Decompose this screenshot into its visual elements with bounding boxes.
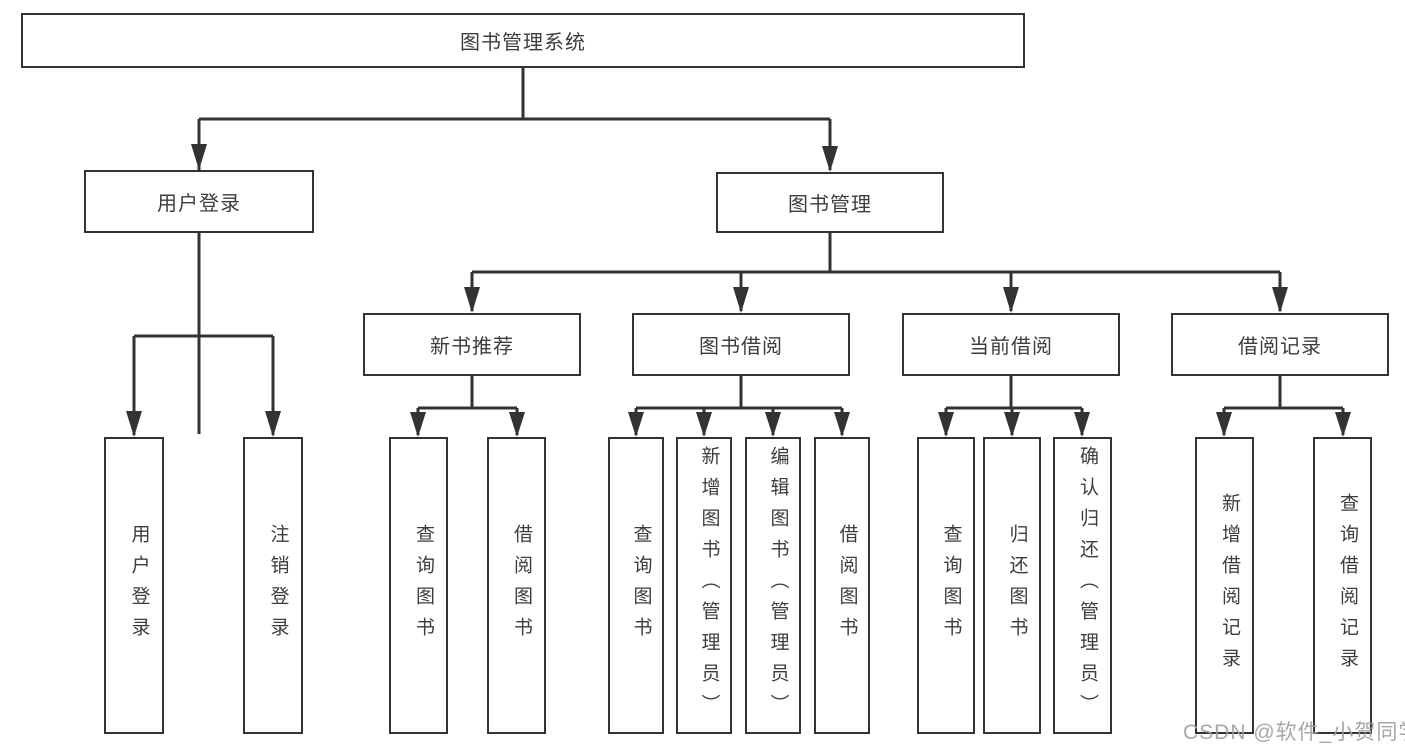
leaf-recommend-borrow-books: 借阅图书 [487, 437, 546, 734]
leaf-logout-label: 注销登录 [267, 523, 289, 648]
leaf-borrow-borrow-books-label: 借阅图书 [836, 523, 858, 648]
node-book-management: 图书管理 [716, 172, 944, 233]
connector-user-login [126, 233, 281, 437]
watermark: CSDN @软件_小贺同学 [1183, 721, 1405, 744]
leaf-current-query-books-label: 查询图书 [940, 523, 962, 648]
node-root: 图书管理系统 [21, 13, 1025, 68]
connector-root [191, 68, 838, 434]
node-user-login-label: 用户登录 [157, 193, 241, 215]
leaf-user-login-label: 用户登录 [128, 523, 150, 648]
leaf-record-query-record-label: 查询借阅记录 [1337, 492, 1358, 679]
leaf-current-confirm-return-admin: 确认归还（管理员） [1053, 437, 1112, 734]
leaf-borrow-add-books-admin-label: 新增图书（管理员） [698, 446, 720, 725]
connector-book-management [464, 233, 1288, 313]
connector-borrow-record [1216, 376, 1351, 437]
node-user-login: 用户登录 [84, 170, 314, 233]
leaf-current-return-books-label: 归还图书 [1006, 523, 1028, 648]
node-new-book-recommend: 新书推荐 [363, 313, 581, 376]
leaf-record-add-record-label: 新增借阅记录 [1219, 492, 1240, 679]
leaf-user-login: 用户登录 [104, 437, 164, 734]
leaf-logout: 注销登录 [243, 437, 303, 734]
connector-current-borrow [938, 376, 1090, 437]
leaf-recommend-query-books-label: 查询图书 [413, 523, 434, 648]
leaf-borrow-edit-books-admin-label: 编辑图书（管理员） [767, 446, 789, 725]
leaf-current-confirm-return-admin-label: 确认归还（管理员） [1077, 446, 1098, 725]
leaf-recommend-query-books: 查询图书 [389, 437, 448, 734]
leaf-record-query-record: 查询借阅记录 [1313, 437, 1372, 734]
leaf-borrow-query-books-label: 查询图书 [630, 523, 652, 648]
node-root-label: 图书管理系统 [460, 32, 586, 54]
leaf-borrow-edit-books-admin: 编辑图书（管理员） [745, 437, 801, 734]
leaf-current-return-books: 归还图书 [983, 437, 1041, 734]
node-borrow-record: 借阅记录 [1171, 313, 1389, 376]
node-book-borrow-label: 图书借阅 [699, 336, 783, 358]
connector-book-borrow [628, 376, 850, 437]
node-new-book-recommend-label: 新书推荐 [430, 336, 514, 358]
leaf-borrow-query-books: 查询图书 [608, 437, 664, 734]
node-book-borrow: 图书借阅 [632, 313, 850, 376]
leaf-borrow-borrow-books: 借阅图书 [814, 437, 870, 734]
leaf-borrow-add-books-admin: 新增图书（管理员） [676, 437, 732, 734]
node-borrow-record-label: 借阅记录 [1238, 336, 1322, 358]
leaf-current-query-books: 查询图书 [917, 437, 975, 734]
node-current-borrow-label: 当前借阅 [969, 336, 1053, 358]
node-book-management-label: 图书管理 [788, 194, 872, 216]
connector-new-book-recommend [410, 376, 525, 437]
node-current-borrow: 当前借阅 [902, 313, 1120, 376]
leaf-record-add-record: 新增借阅记录 [1195, 437, 1254, 734]
leaf-recommend-borrow-books-label: 借阅图书 [511, 523, 532, 648]
